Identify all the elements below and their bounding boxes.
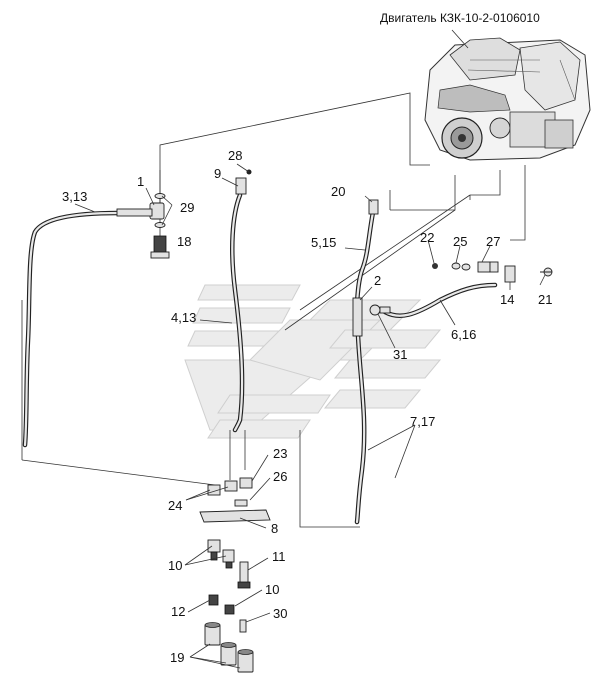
label-31: 31 [393, 347, 407, 362]
leader-lines [74, 163, 546, 669]
label-26: 26 [273, 469, 287, 484]
label-14: 14 [500, 292, 514, 307]
label-6-16: 6,16 [451, 327, 476, 342]
label-30: 30 [273, 606, 287, 621]
label-20: 20 [331, 184, 345, 199]
label-2: 2 [374, 273, 381, 288]
label-27: 27 [486, 234, 500, 249]
engine-title: Двигатель КЗК-10-2-0106010 [380, 11, 540, 25]
label-10-upper: 10 [168, 558, 182, 573]
label-5-15: 5,15 [311, 235, 336, 250]
label-7-17: 7,17 [410, 414, 435, 429]
label-24: 24 [168, 498, 182, 513]
fittings [116, 169, 553, 673]
label-9: 9 [214, 166, 221, 181]
label-1: 1 [137, 174, 144, 189]
label-21: 21 [538, 292, 552, 307]
callout-labels: Двигатель КЗК-10-2-0106010 28 9 1 3,13 2… [62, 11, 552, 665]
label-4-13: 4,13 [171, 310, 196, 325]
engine-illustration [424, 29, 591, 161]
label-19: 19 [170, 650, 184, 665]
label-28: 28 [228, 148, 242, 163]
label-3-13: 3,13 [62, 189, 87, 204]
label-25: 25 [453, 234, 467, 249]
label-12: 12 [171, 604, 185, 619]
label-29: 29 [180, 200, 194, 215]
label-11: 11 [272, 549, 286, 564]
label-22: 22 [420, 230, 434, 245]
label-8: 8 [271, 521, 278, 536]
label-23: 23 [273, 446, 287, 461]
hoses [22, 192, 498, 525]
label-18: 18 [177, 234, 191, 249]
connection-lines [21, 92, 526, 528]
label-10-lower: 10 [265, 582, 279, 597]
